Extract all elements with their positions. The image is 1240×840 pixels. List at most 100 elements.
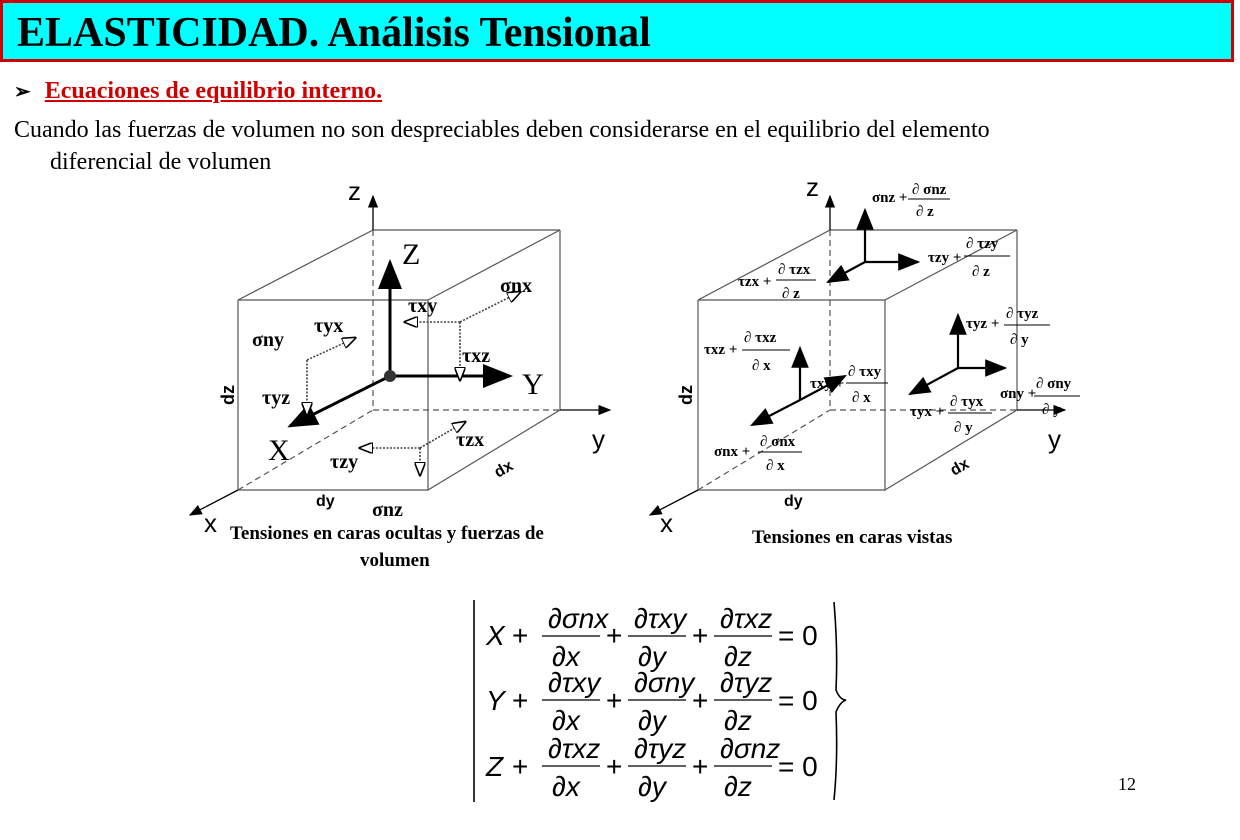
label-xz: τxz + ∂ τxz ∂ x: [704, 330, 790, 374]
left-t-xy: τxy: [408, 295, 437, 317]
equation-row-3: Z + ∂τxz ∂x + ∂τyz ∂y + ∂σnz ∂z = 0: [485, 733, 818, 802]
force-Y-label: Y: [522, 368, 544, 401]
left-t-yz: τyz: [262, 387, 290, 409]
left-dz-label: dz: [218, 385, 238, 405]
ny-den: ∂ y: [1042, 402, 1061, 418]
eq2-t2-num: ∂σny: [634, 667, 696, 698]
yz-lead: τyz +: [966, 316, 999, 332]
equation-row-1: X + ∂σnx ∂x + ∂τxy ∂y + ∂τxz ∂z = 0: [485, 603, 818, 672]
origin-point: [384, 370, 396, 382]
slide-title: ELASTICIDAD. Análisis Tensional: [17, 10, 651, 56]
zy-num: ∂ τzy: [966, 236, 999, 252]
eq2-rhs: = 0: [778, 685, 818, 716]
body-paragraph: Cuando las fuerzas de volumen no son des…: [14, 114, 1214, 178]
left-t-zx: τzx: [456, 429, 484, 451]
label-yx: τyx + ∂ τyx ∂ y: [910, 394, 992, 436]
xy-den: ∂ x: [852, 390, 871, 406]
label-xy: τxy + ∂ τxy ∂ x: [810, 364, 888, 406]
left-t-xz: τxz: [462, 345, 490, 367]
eq2-plus-a: +: [512, 685, 528, 716]
eq1-plus-b: +: [606, 620, 622, 651]
eq3-plus-a: +: [512, 751, 528, 782]
eq3-rhs: = 0: [778, 751, 818, 782]
eq1-t1-num: ∂σnx: [548, 603, 609, 634]
left-axis-x-label: x: [204, 508, 217, 538]
right-brace: [833, 601, 847, 801]
zx-lead: τzx +: [738, 274, 771, 290]
left-cube-edges: [237, 229, 561, 491]
yx-den: ∂ y: [954, 420, 973, 436]
eq3-plus-b: +: [606, 751, 622, 782]
eq1-plus-a: +: [512, 620, 528, 651]
right-caption: Tensiones en caras vistas: [752, 527, 952, 548]
label-ny: σny + ∂ σny ∂ y: [1000, 376, 1080, 418]
xy-num: ∂ τxy: [848, 364, 882, 380]
eq3-t1-num: ∂τxz: [548, 733, 600, 764]
left-s-nx: σnx: [500, 275, 532, 297]
left-axis-y-label: y: [592, 424, 605, 454]
eq3-t3-den: ∂z: [724, 771, 752, 802]
section-heading: Ecuaciones de equilibrio interno.: [44, 78, 383, 104]
label-yz: τyz + ∂ τyz ∂ y: [966, 306, 1050, 348]
right-dy-label: dy: [784, 493, 803, 510]
hidden-face-stress-arrows: [307, 292, 520, 475]
left-axis-z-label: z: [348, 176, 361, 206]
label-nx: σnx + ∂ σnx ∂ x: [714, 434, 802, 474]
zx-den: ∂ z: [782, 286, 800, 302]
eq3-t1-den: ∂x: [552, 771, 581, 802]
body-line-2: diferencial de volumen: [50, 149, 272, 175]
visible-face-stress-arrows: [750, 207, 1008, 427]
xz-den: ∂ x: [752, 358, 771, 374]
left-caption-line1: Tensiones en caras ocultas y fuerzas de: [230, 523, 544, 544]
yx-num: ∂ τyx: [950, 394, 984, 410]
eq3-lead: Z: [485, 751, 504, 782]
right-axis-y-label: y: [1048, 424, 1061, 454]
label-nz: σnz + ∂ σnz ∂ z: [872, 182, 950, 220]
eq2-t3-num: ∂τyz: [720, 667, 772, 698]
xy-lead: τxy +: [810, 376, 844, 392]
left-dy-label: dy: [316, 493, 335, 510]
left-caption-line2: volumen: [360, 550, 430, 571]
nz-den: ∂ z: [916, 204, 934, 220]
eq2-t1-den: ∂x: [552, 705, 581, 736]
eq2-t2-den: ∂y: [638, 705, 668, 736]
eq1-plus-c: +: [692, 620, 708, 651]
eq3-t3-num: ∂σnz: [720, 733, 780, 764]
eq2-t3-den: ∂z: [724, 705, 752, 736]
right-dz-label: dz: [676, 385, 696, 405]
eq3-plus-c: +: [692, 751, 708, 782]
section-bullet: ➢ Ecuaciones de equilibrio interno.: [14, 78, 382, 105]
right-axis-z-label: z: [806, 172, 819, 202]
eq2-t1-num: ∂τxy: [548, 667, 602, 698]
left-s-nz: σnz: [372, 499, 403, 521]
right-axes: [648, 194, 1067, 516]
xz-num: ∂ τxz: [744, 330, 777, 346]
eq1-t3-den: ∂z: [724, 641, 752, 672]
eq2-lead: Y: [486, 685, 507, 716]
left-t-zy: τzy: [330, 451, 358, 473]
nz-lead: σnz +: [872, 190, 907, 206]
eq1-t2-num: ∂τxy: [634, 603, 688, 634]
zx-num: ∂ τzx: [778, 262, 811, 278]
label-zx: τzx + ∂ τzx ∂ z: [738, 262, 816, 302]
arrow-bullet-icon: ➢: [14, 81, 31, 103]
eq1-t1-den: ∂x: [552, 641, 581, 672]
ny-num: ∂ σny: [1036, 376, 1072, 392]
title-bar: ELASTICIDAD. Análisis Tensional: [0, 0, 1234, 62]
eq3-t2-den: ∂y: [638, 771, 668, 802]
right-axis-x-label: x: [660, 508, 673, 538]
zy-den: ∂ z: [972, 264, 990, 280]
equation-row-2: Y + ∂τxy ∂x + ∂σny ∂y + ∂τyz ∂z = 0: [486, 667, 818, 736]
eq1-t3-num: ∂τxz: [720, 603, 772, 634]
body-force-vectors: [287, 259, 513, 428]
zy-lead: τzy +: [928, 250, 961, 266]
eq1-t2-den: ∂y: [638, 641, 668, 672]
left-axes: [188, 194, 612, 516]
yx-lead: τyx +: [910, 404, 944, 420]
nx-lead: σnx +: [714, 444, 750, 460]
force-X-label: X: [268, 434, 290, 467]
eq1-rhs: = 0: [778, 620, 818, 651]
left-t-yx: τyx: [314, 315, 343, 337]
